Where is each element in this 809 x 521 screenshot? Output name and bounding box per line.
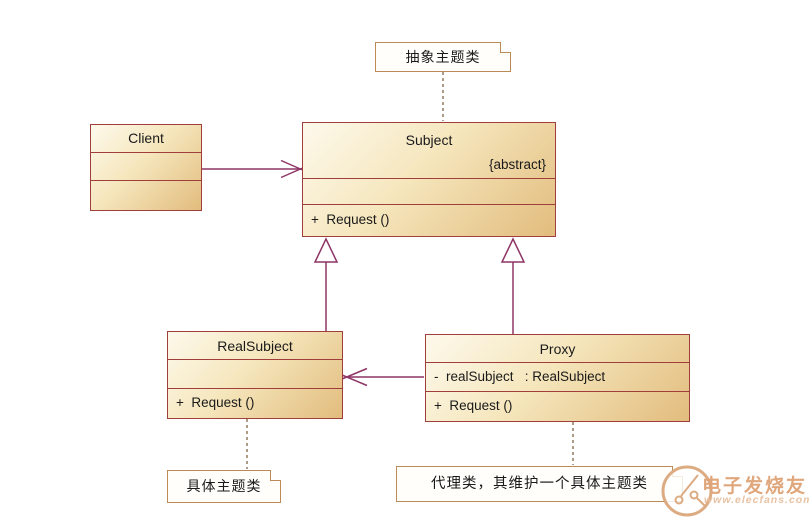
class-realsubject-name: RealSubject [217,338,293,354]
watermark: 电子发烧友 www.elecfans.com [661,464,809,520]
elecfans-logo-icon [661,465,713,517]
open-arrowhead-icon [341,367,368,387]
class-proxy-method-request: + Request () [426,391,689,421]
class-proxy-attribute-realsubject: - realSubject : RealSubject [426,362,689,391]
note-concrete-subject-text: 具体主题类 [186,478,262,494]
hollow-triangle-icon [500,237,526,263]
note-fold-icon [500,42,511,53]
class-client-methods [91,180,201,210]
class-subject-header: Subject {abstract} [303,123,555,178]
class-realsubject: RealSubject + Request () [167,331,343,419]
class-proxy: Proxy - realSubject : RealSubject + Requ… [425,334,690,422]
class-realsubject-method-request: + Request () [168,388,342,418]
note-abstract-subject-text: 抽象主题类 [405,49,481,65]
class-realsubject-attributes [168,359,342,388]
class-subject: Subject {abstract} + Request () [302,122,556,237]
class-client-name: Client [128,130,164,146]
note-fold-icon [270,470,281,481]
class-client: Client [90,124,202,211]
note-concrete-subject: 具体主题类 [167,470,281,503]
class-subject-stereotype: {abstract} [488,157,546,172]
association-client-to-subject [202,159,306,179]
watermark-site-text: www.elecfans.com [704,494,809,506]
association-proxy-to-realsubject [341,367,424,387]
class-subject-method-request: + Request () [303,204,555,236]
class-subject-name: Subject [405,132,453,148]
note-abstract-subject: 抽象主题类 [375,42,511,72]
class-client-attributes [91,152,201,180]
hollow-triangle-icon [313,237,339,263]
class-proxy-name: Proxy [539,341,576,357]
class-subject-attributes [303,178,555,204]
generalization-proxy-to-subject [500,237,526,334]
note-proxy-description: 代理类，其维护一个具体主题类 [396,466,683,502]
watermark-brand-text: 电子发烧友 [702,476,808,497]
note-proxy-description-text: 代理类，其维护一个具体主题类 [431,476,648,492]
open-arrowhead-icon [280,159,306,179]
generalization-realsubject-to-subject [313,237,339,331]
